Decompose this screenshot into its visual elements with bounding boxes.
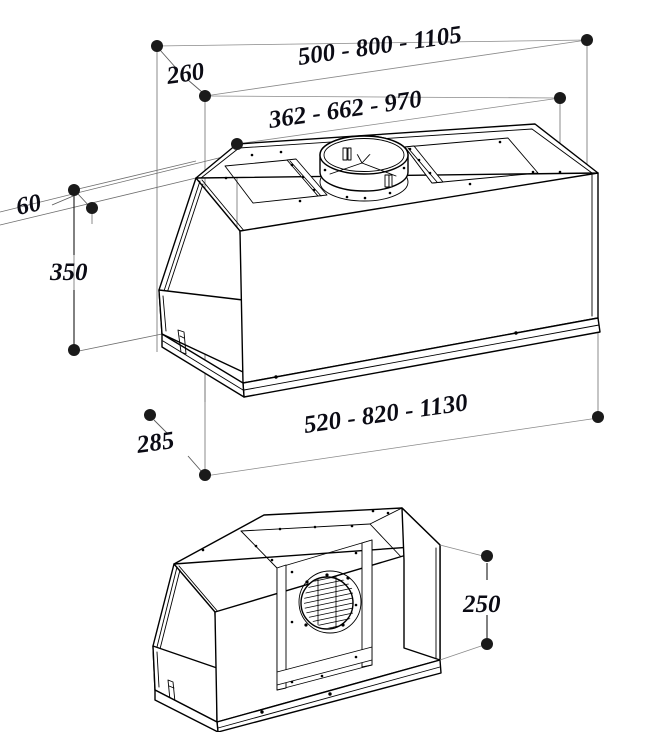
dimension-label-350: 350 <box>49 259 88 286</box>
leader-260 <box>159 49 203 93</box>
dimension-label-260: 260 <box>164 58 206 90</box>
dimension-line-500-800-1105 <box>156 39 588 97</box>
dimension-markers-top-view <box>68 34 604 481</box>
dimension-label-width-inner: 362 - 662 - 970 <box>266 86 424 134</box>
dimension-label-width-outer: 500 - 800 - 1105 <box>296 21 463 71</box>
top-view-extension-lines <box>0 40 599 476</box>
hood-body-bottom-view <box>152 507 442 732</box>
dimension-label-285: 285 <box>134 427 176 459</box>
leader-285 <box>153 419 203 473</box>
recirculation-grille-assembly <box>276 539 373 691</box>
hood-body-top-view <box>158 123 601 398</box>
dimension-label-depth-base: 520 - 820 - 1130 <box>302 389 470 439</box>
duct-collar <box>319 135 409 202</box>
dimension-label-250: 250 <box>462 591 501 618</box>
dimension-label-60: 60 <box>14 189 45 221</box>
dimension-line-520-820-1130 <box>204 417 599 477</box>
leader-60 <box>51 193 92 209</box>
dimension-line-362-662-970 <box>204 95 561 145</box>
dimension-line-250 <box>439 544 493 661</box>
